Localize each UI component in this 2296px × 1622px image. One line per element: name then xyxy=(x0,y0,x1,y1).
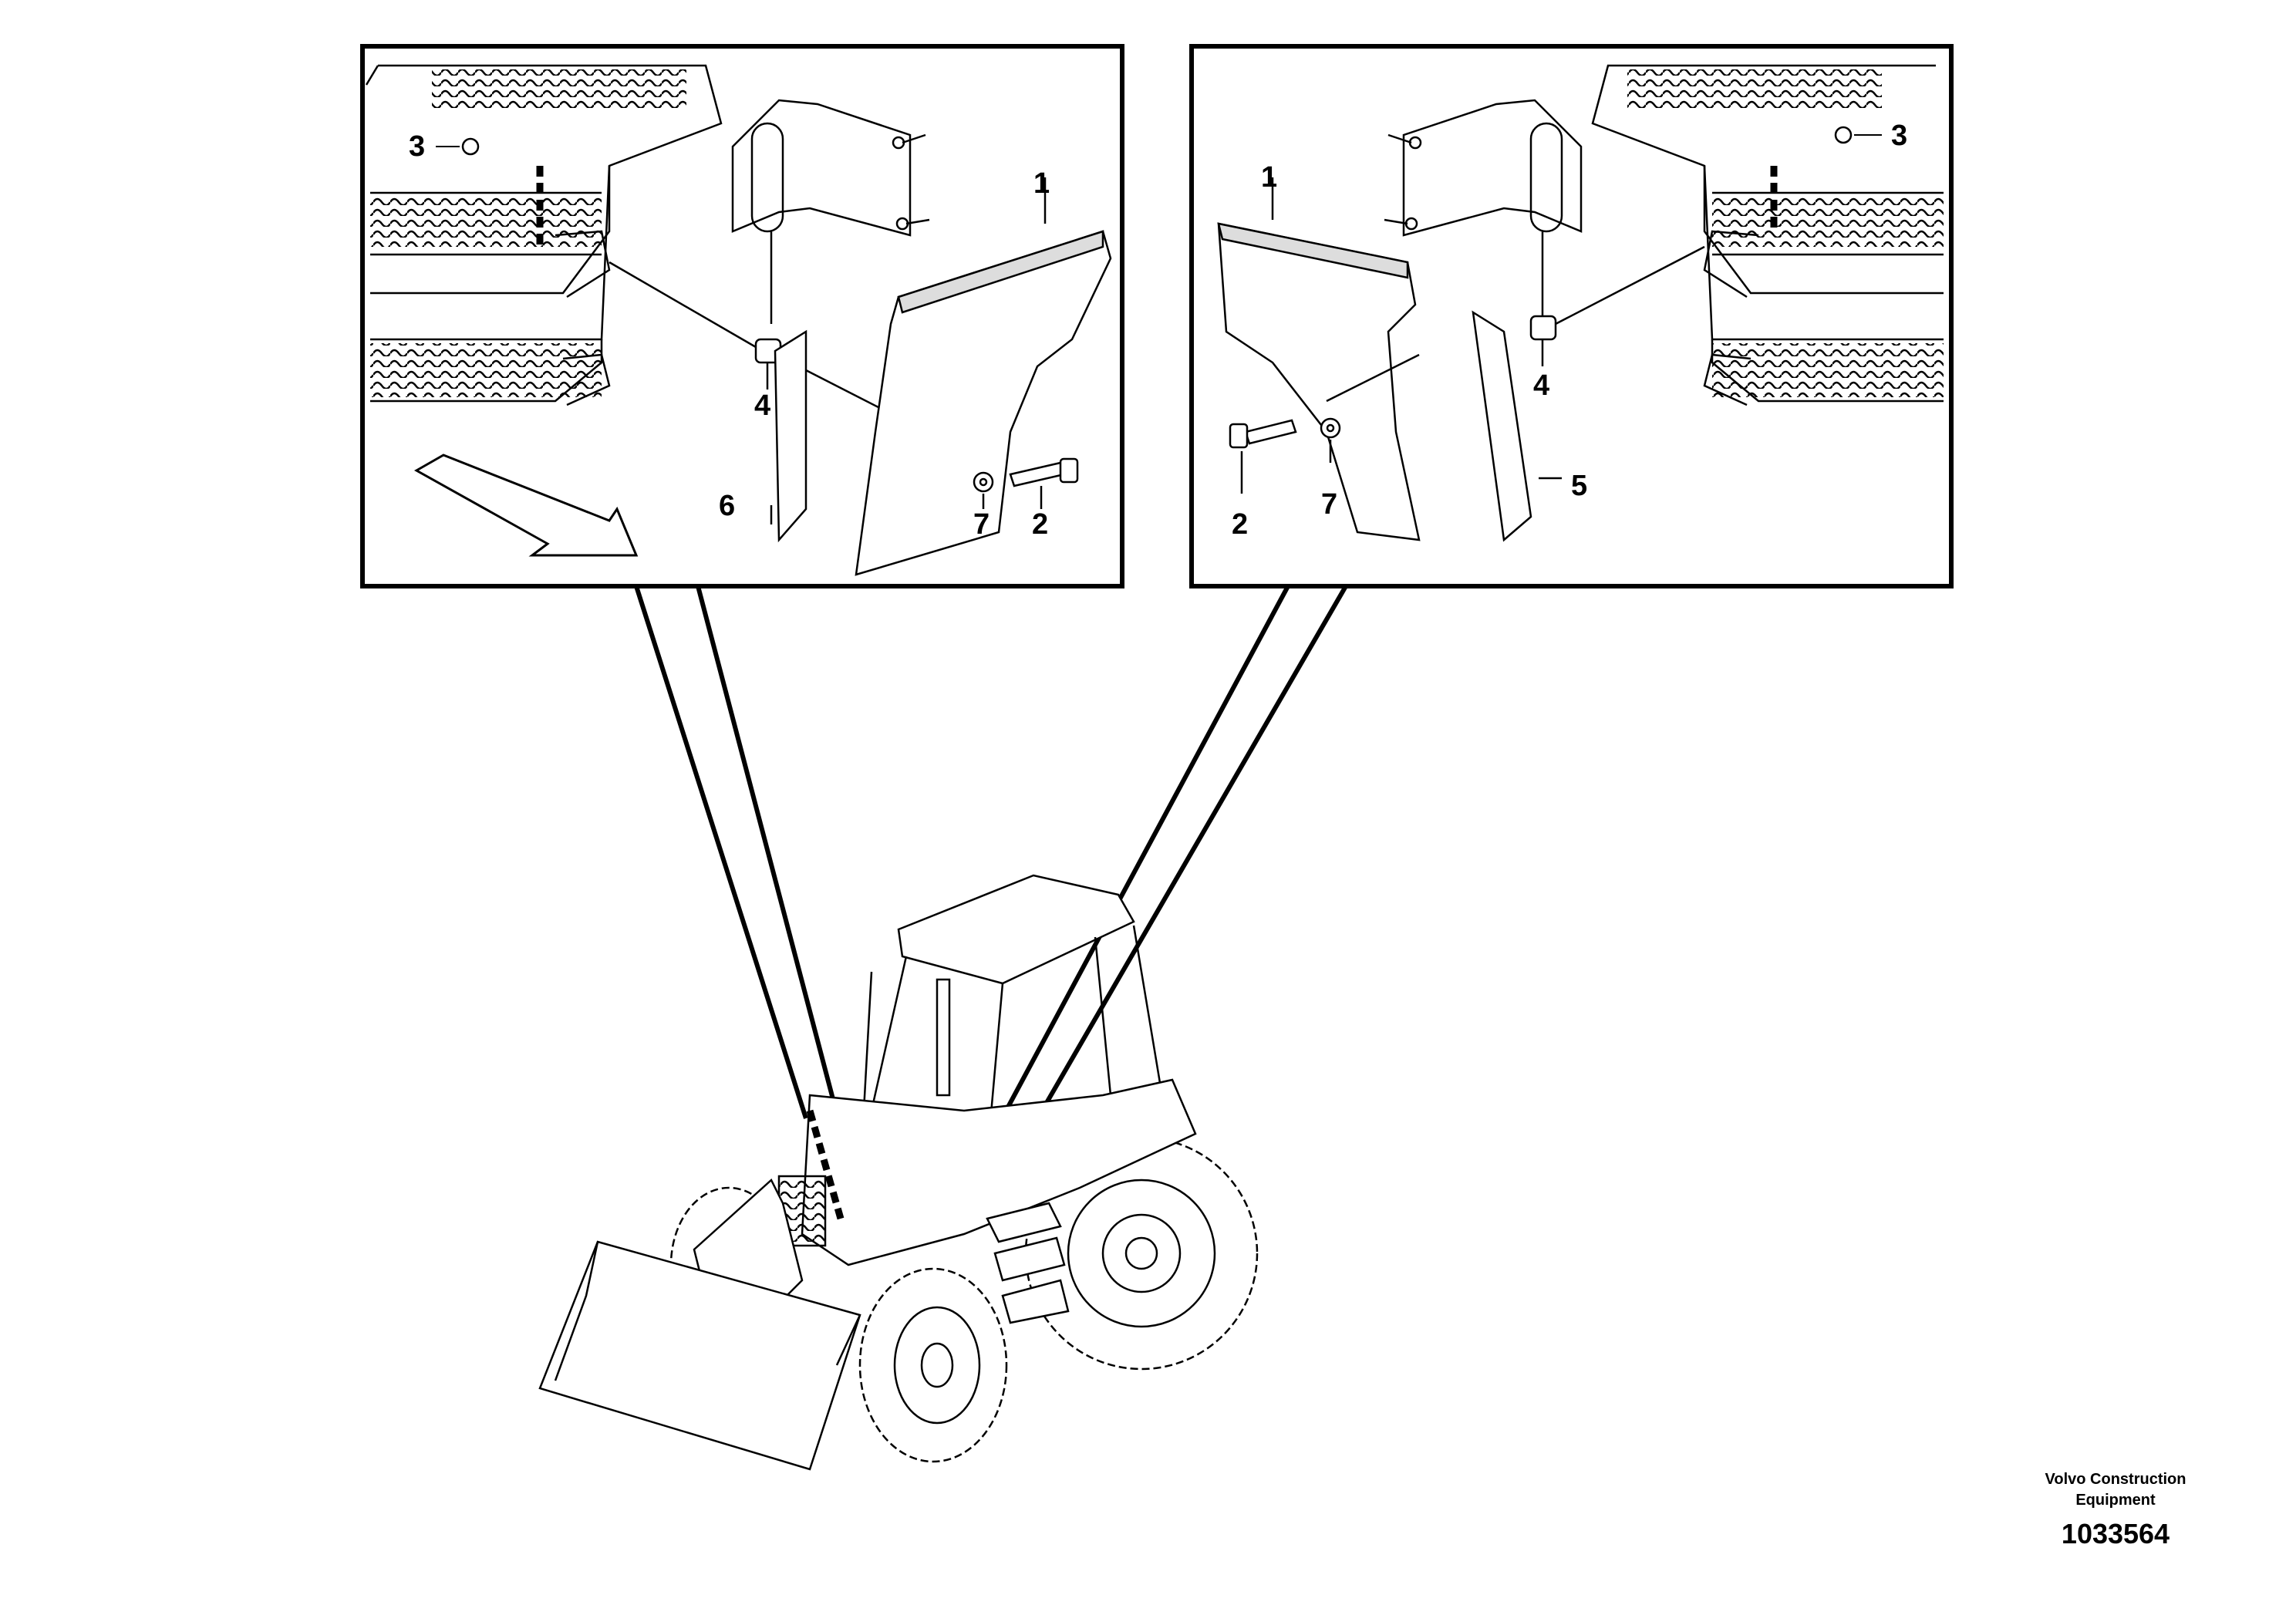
rear-wheel xyxy=(1024,1136,1259,1371)
left-label-4: 4 xyxy=(754,389,770,422)
right-part-2-bolt xyxy=(1229,419,1297,494)
right-part-7-washer xyxy=(1320,417,1341,463)
left-part-7-washer xyxy=(973,471,994,509)
right-label-7: 7 xyxy=(1321,488,1337,521)
left-callout-labels: 3 1 4 6 7 2 xyxy=(409,130,1050,541)
body-hidden-line xyxy=(806,1109,845,1220)
right-callout-labels: 1 3 4 2 7 5 xyxy=(1232,120,1907,541)
cab-frame xyxy=(862,925,1162,1158)
left-bracket xyxy=(731,99,930,324)
right-label-5: 5 xyxy=(1571,470,1587,502)
left-label-3: 3 xyxy=(409,130,425,163)
right-bracket xyxy=(1384,99,1583,324)
front-wheel xyxy=(858,1267,1008,1463)
right-label-2: 2 xyxy=(1232,508,1248,541)
left-part-3-nut xyxy=(436,137,480,156)
left-label-7: 7 xyxy=(973,508,990,541)
loader-bucket xyxy=(538,1240,861,1471)
left-label-6: 6 xyxy=(719,490,735,522)
direction-arrow xyxy=(413,454,639,557)
steps xyxy=(986,1202,1070,1324)
right-step-body xyxy=(1591,64,1944,406)
left-detail-panel: 3 1 4 6 7 2 xyxy=(360,44,1124,588)
company-line-1: Volvo Construction xyxy=(2045,1471,2186,1488)
company-name: Volvo Construction Equipment xyxy=(2000,1469,2231,1511)
drawing-number: 1033564 xyxy=(2061,1518,2170,1549)
left-label-1: 1 xyxy=(1033,167,1050,200)
right-label-3: 3 xyxy=(1891,120,1907,152)
right-part-1-fender xyxy=(1217,177,1421,541)
right-detail-panel: 1 3 4 2 7 5 xyxy=(1189,44,1954,588)
right-label-4: 4 xyxy=(1533,369,1549,402)
right-part-4-spacer xyxy=(1529,245,1705,366)
left-step-body xyxy=(365,64,723,406)
backhoe-loader-illustration xyxy=(538,874,1259,1471)
loader-body xyxy=(801,1078,1197,1266)
leader-lines xyxy=(634,585,1348,1220)
right-label-1: 1 xyxy=(1261,161,1277,194)
cab-roof xyxy=(897,874,1135,985)
exhaust-pipe xyxy=(936,978,951,1097)
left-part-2-bolt xyxy=(1009,457,1079,509)
right-part-3-nut xyxy=(1834,126,1882,144)
company-line-2: Equipment xyxy=(2075,1492,2156,1509)
right-part-5-strip xyxy=(1472,310,1562,542)
left-part-1-fender xyxy=(855,177,1112,576)
left-label-2: 2 xyxy=(1032,508,1048,541)
